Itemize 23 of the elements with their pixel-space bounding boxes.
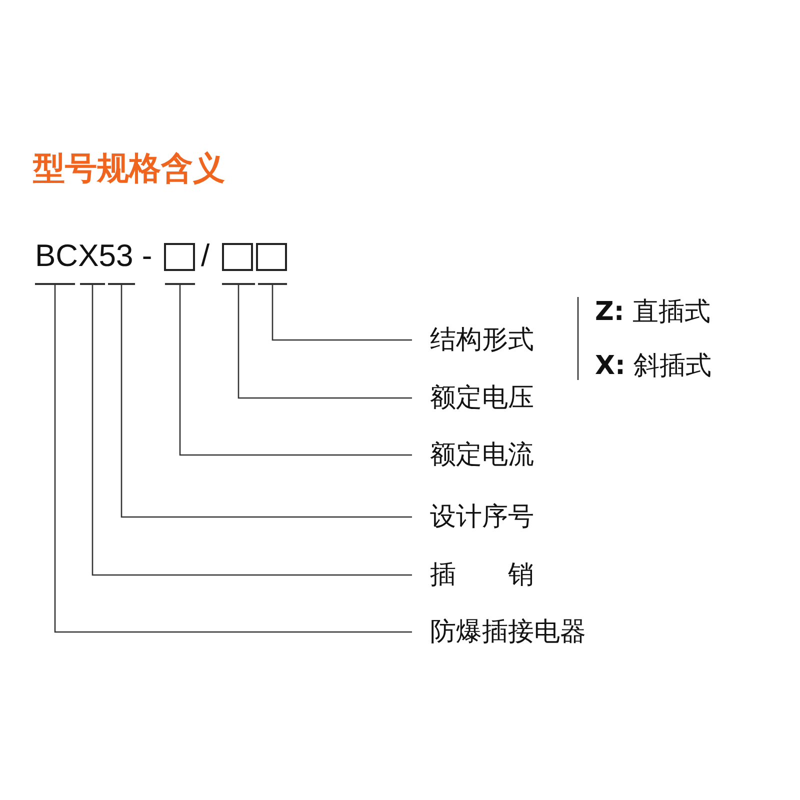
field-label: 结构形式 — [430, 324, 534, 356]
leader-line — [179, 285, 412, 456]
field-label: 插 销 — [430, 559, 534, 591]
title: 型号规格含义 — [33, 148, 225, 188]
slash: / — [201, 238, 210, 274]
leader-line — [238, 285, 412, 399]
underline-bar — [222, 283, 255, 285]
leader-line — [92, 285, 412, 576]
underline-bar — [108, 283, 135, 285]
leader-line — [120, 285, 412, 518]
underline-bar — [80, 283, 105, 285]
field-label: 额定电流 — [430, 439, 534, 471]
underline-bar — [165, 283, 195, 285]
field-label: 设计序号 — [430, 501, 534, 533]
field-label: 防爆插接电器 — [430, 616, 586, 648]
underline-bar — [35, 283, 75, 285]
option-label: X: 斜插式 — [595, 350, 712, 382]
field-label: 额定电压 — [430, 382, 534, 414]
leader-line — [272, 285, 412, 341]
option-label: Z: 直插式 — [595, 296, 711, 328]
underline-bar — [258, 283, 287, 285]
model-code: BCX53 - — [35, 238, 152, 274]
leader-line — [54, 285, 412, 633]
